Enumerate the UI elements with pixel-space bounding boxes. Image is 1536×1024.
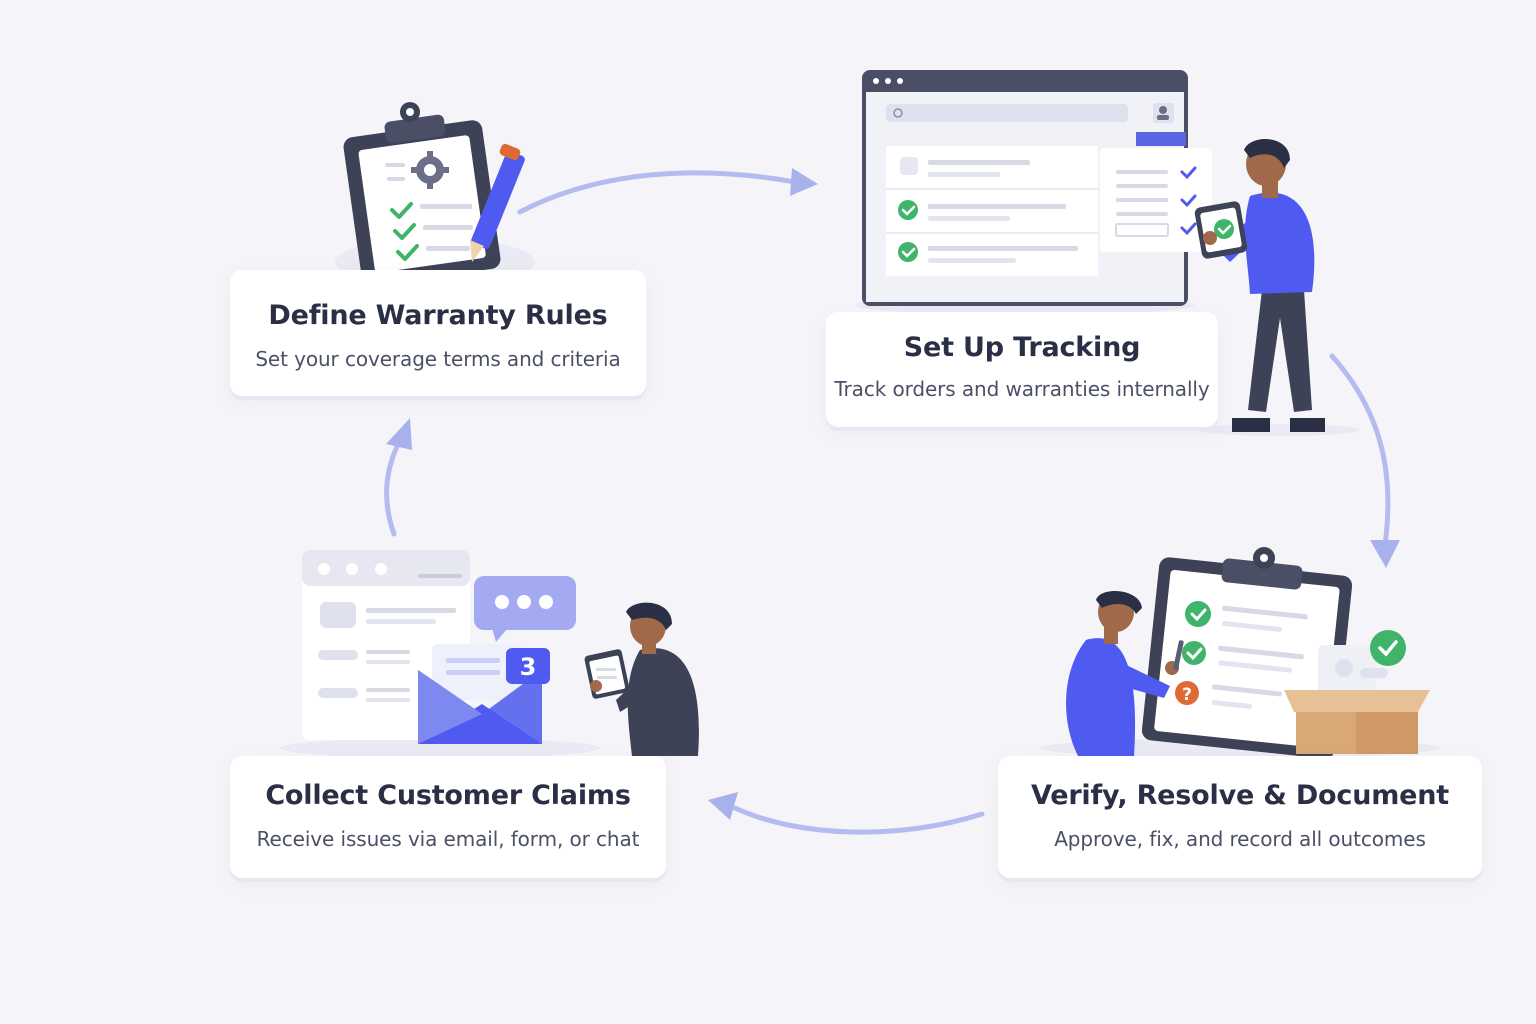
step-card-define-warranty-rules: Define Warranty Rules Set your coverage …	[230, 270, 646, 396]
step-subtitle: Set your coverage terms and criteria	[255, 347, 621, 371]
step-card-collect-customer-claims: Collect Customer Claims Receive issues v…	[230, 756, 666, 878]
pencil-icon	[470, 143, 525, 262]
person-with-pen	[1066, 590, 1184, 756]
unread-count: 3	[520, 653, 537, 681]
gear-icon	[411, 151, 449, 189]
step-subtitle: Approve, fix, and record all outcomes	[1054, 827, 1426, 851]
flow-arrow-3-to-1	[384, 418, 412, 537]
question-mark-icon	[1175, 681, 1199, 705]
checkmark-icon	[1185, 601, 1211, 627]
tablet-icon	[1194, 201, 1248, 259]
unread-count-badge	[506, 648, 550, 684]
flow-arrow-1-to-2	[517, 168, 818, 215]
person-with-clipboard	[584, 602, 699, 756]
step-card-verify-resolve-document: Verify, Resolve & Document Approve, fix,…	[998, 756, 1482, 878]
flow-arrow-4-to-3	[708, 792, 985, 835]
step-card-set-up-tracking: Set Up Tracking Track orders and warrant…	[826, 312, 1218, 427]
step-title: Define Warranty Rules	[268, 300, 608, 331]
person-with-tablet	[1194, 139, 1360, 436]
browser-window-icon	[855, 70, 1212, 315]
step-title: Set Up Tracking	[903, 332, 1141, 363]
step-subtitle: Track orders and warranties internally	[834, 377, 1210, 401]
checkmark-icon	[1370, 630, 1406, 666]
clipboard-icon	[584, 649, 630, 699]
step-subtitle: Receive issues via email, form, or chat	[256, 827, 640, 851]
svg-text:?: ?	[1182, 685, 1192, 705]
step-title: Verify, Resolve & Document	[1030, 780, 1449, 811]
package-box-icon	[1284, 630, 1430, 754]
chat-bubble-icon	[474, 576, 576, 642]
checkmark-icon	[1182, 641, 1206, 665]
step-title: Collect Customer Claims	[265, 780, 631, 811]
envelope-icon: 3	[418, 644, 550, 744]
flow-arrow-2-to-4	[1329, 353, 1400, 568]
